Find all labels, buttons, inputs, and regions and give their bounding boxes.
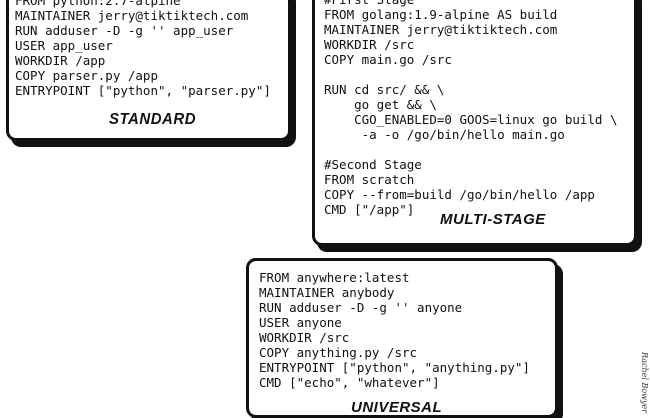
panel-multi-stage: #First Stage FROM golang:1.9-alpine AS b… <box>312 0 637 246</box>
dockerfile-standard: FROM python:2.7-alpine MAINTAINER jerry@… <box>15 0 271 98</box>
caption-multi-stage: MULTI-STAGE <box>440 211 546 228</box>
artist-signature: Rachel Bowyer <box>640 352 649 414</box>
caption-standard: STANDARD <box>109 110 197 129</box>
caption-universal: UNIVERSAL <box>351 399 443 416</box>
dockerfile-multi-stage: #First Stage FROM golang:1.9-alpine AS b… <box>324 0 618 217</box>
dockerfile-universal: FROM anywhere:latest MAINTAINER anybody … <box>259 270 530 390</box>
panel-universal: FROM anywhere:latest MAINTAINER anybody … <box>246 258 558 418</box>
panel-standard: FROM python:2.7-alpine MAINTAINER jerry@… <box>6 0 291 141</box>
